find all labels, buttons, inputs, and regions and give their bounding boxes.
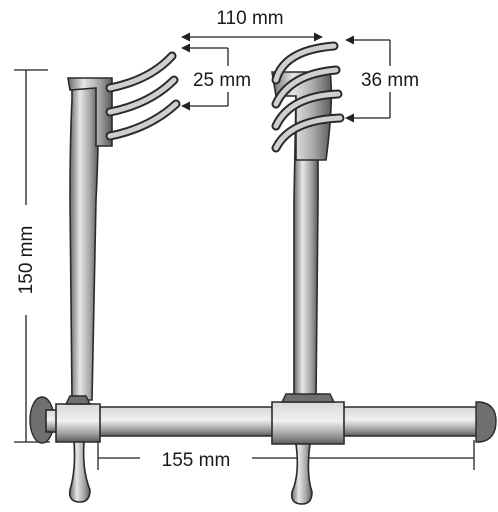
left-blade-dimension: 25 mm xyxy=(181,43,260,111)
left-arm xyxy=(55,51,181,503)
height-dimension: 150 mm xyxy=(6,69,50,443)
jaw-spread-dimension: 110 mm xyxy=(181,4,323,42)
right-blade-dimension: 36 mm xyxy=(345,35,430,123)
jaw-spread-label: 110 mm xyxy=(216,8,283,29)
left-blade-depth-label: 25 mm xyxy=(193,70,251,91)
right-blade-depth-label: 36 mm xyxy=(361,70,419,91)
right-arm xyxy=(271,41,345,505)
height-label: 150 mm xyxy=(16,226,37,295)
bar-length-label: 155 mm xyxy=(162,450,231,471)
bar-length-dimension: 155 mm xyxy=(97,440,475,472)
